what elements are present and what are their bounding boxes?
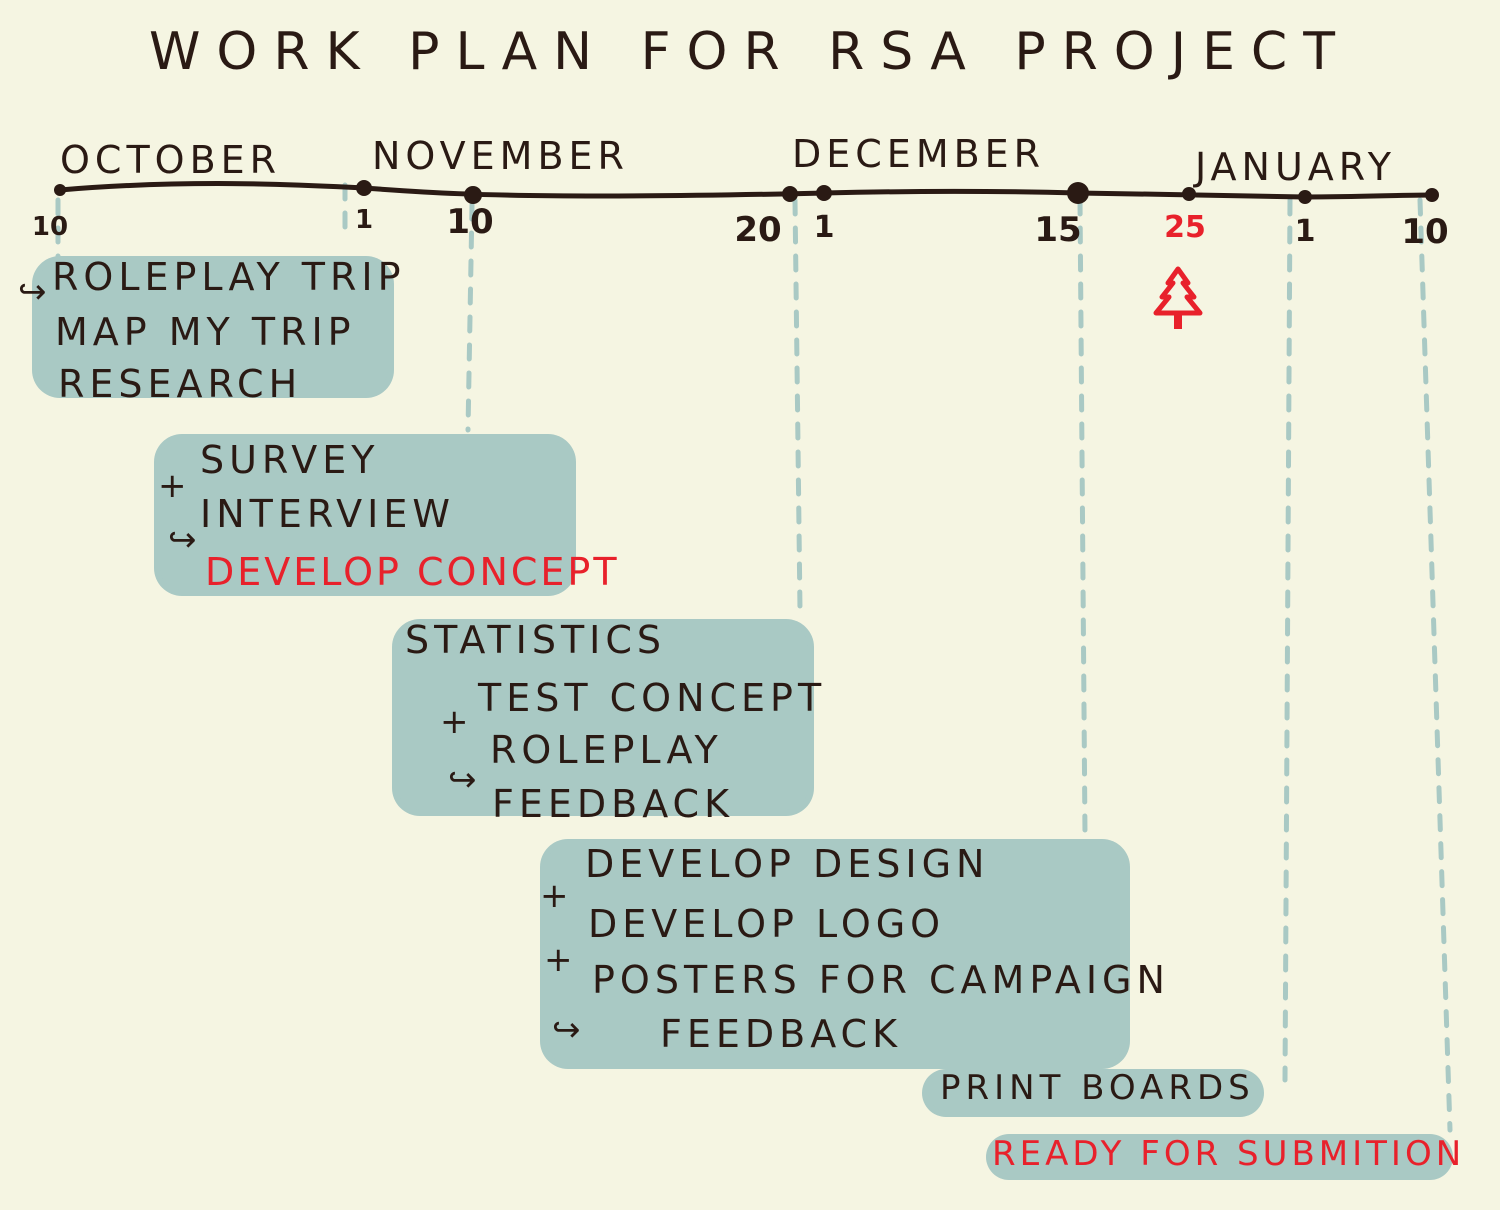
task-line: PRINT BOARDS — [940, 1068, 1255, 1108]
task-line: RESEARCH — [58, 362, 303, 406]
task-block-phase2 — [160, 440, 570, 590]
month-november: NOVEMBER — [372, 134, 629, 178]
timeline-dots — [54, 180, 1439, 204]
task-line: STATISTICS — [405, 618, 667, 662]
task-line: SURVEY — [200, 438, 380, 482]
tick-jan-1: 1 — [1294, 214, 1316, 249]
tick-oct-10: 10 — [31, 212, 69, 242]
loop-arrow-icon: ↪ — [448, 760, 477, 800]
task-block-phase3 — [398, 625, 808, 810]
tick-dec-1: 1 — [813, 210, 835, 245]
task-line: TEST CONCEPT — [478, 676, 827, 720]
task-line: ROLEPLAY TRIP — [52, 255, 406, 299]
task-line: ROLEPLAY — [490, 728, 723, 772]
plus-icon: + — [540, 876, 569, 916]
plus-icon: + — [158, 466, 187, 506]
task-line-milestone: DEVELOP CONCEPT — [205, 550, 620, 594]
task-line: POSTERS FOR CAMPAIGN — [592, 958, 1170, 1002]
task-block-phase6 — [992, 1140, 1447, 1174]
plus-icon: + — [544, 940, 573, 980]
christmas-tree-icon — [1153, 266, 1203, 329]
task-line: FEEDBACK — [492, 782, 734, 826]
task-block-phase1 — [38, 262, 388, 392]
month-december: DECEMBER — [792, 132, 1046, 176]
month-january: JANUARY — [1195, 145, 1396, 189]
tick-nov-20: 20 — [734, 210, 782, 250]
task-line: INTERVIEW — [200, 492, 455, 536]
task-line: DEVELOP LOGO — [588, 902, 946, 946]
page-title: WORK PLAN FOR RSA PROJECT — [148, 22, 1351, 82]
tick-dec-15: 15 — [1034, 210, 1082, 250]
plus-icon: + — [440, 702, 469, 742]
tick-jan-10: 10 — [1401, 212, 1449, 252]
loop-arrow-icon: ↪ — [18, 272, 47, 312]
task-block-phase5 — [928, 1075, 1258, 1111]
loop-arrow-icon: ↪ — [168, 520, 197, 560]
task-line-milestone: READY FOR SUBMITION — [992, 1134, 1466, 1174]
month-october: OCTOBER — [60, 138, 282, 182]
loop-arrow-icon: ↪ — [552, 1010, 581, 1050]
tick-nov-10: 10 — [446, 202, 494, 242]
tick-dec-25: 25 — [1164, 210, 1206, 245]
tick-nov-1: 1 — [354, 205, 374, 235]
task-line: DEVELOP DESIGN — [585, 842, 990, 886]
task-block-phase4 — [546, 845, 1124, 1063]
task-line: MAP MY TRIP — [55, 310, 356, 354]
task-line: FEEDBACK — [660, 1012, 902, 1056]
